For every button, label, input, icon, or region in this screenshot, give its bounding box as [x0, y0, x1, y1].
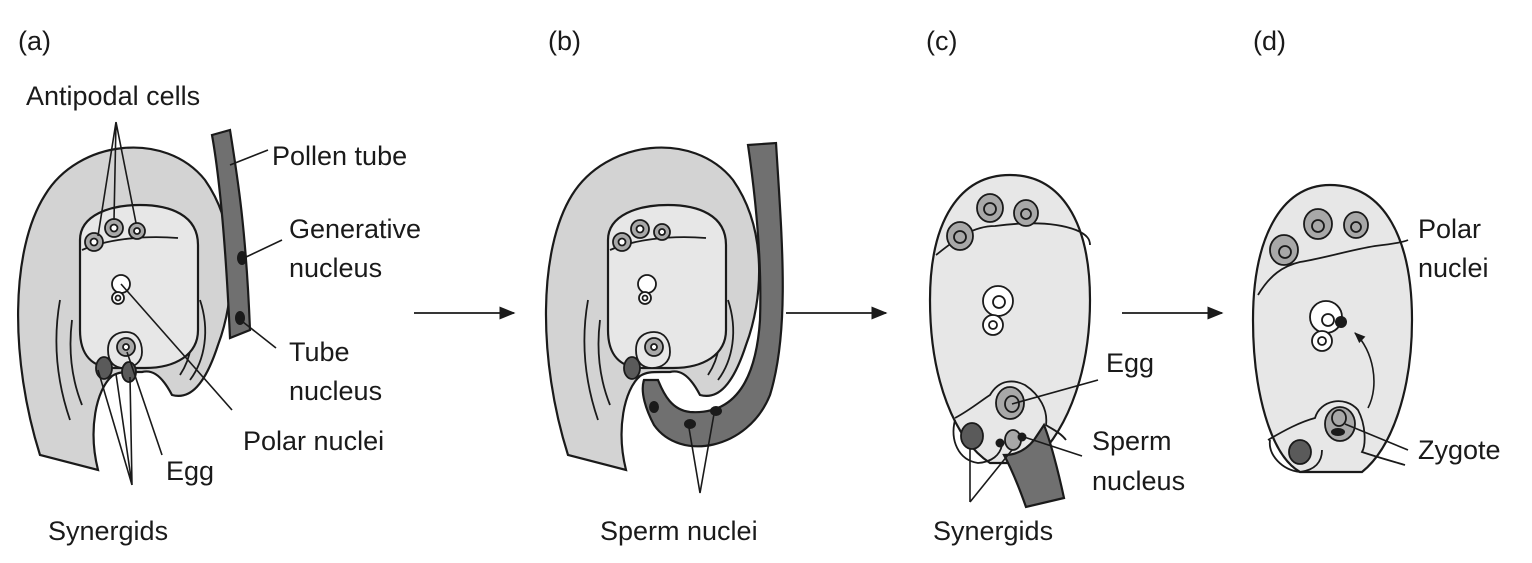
panel-a: (a): [16, 26, 421, 546]
label-antipodal-cells: Antipodal cells: [26, 81, 200, 111]
label-sperm-2: nucleus: [1092, 466, 1185, 496]
panel-c: (c) Egg Sperm nucleus Synerg: [926, 26, 1185, 546]
sperm-nucleus: [649, 401, 659, 413]
polar-nuclei: [637, 274, 657, 305]
label-polar-1: Polar: [1418, 214, 1481, 244]
pollen-tube: [641, 141, 784, 448]
label-egg-c: Egg: [1106, 348, 1154, 378]
zygote: [1324, 406, 1356, 442]
label-sperm-1: Sperm: [1092, 426, 1172, 456]
generative-nucleus: [237, 251, 247, 265]
label-synergids: Synergids: [48, 516, 168, 546]
panel-d-tag: (d): [1253, 26, 1286, 56]
synergid-nucleus: [1288, 439, 1312, 465]
label-pollen-tube: Pollen tube: [272, 141, 407, 171]
sperm-nucleus: [710, 406, 722, 416]
sperm-nucleus: [684, 419, 696, 429]
label-polar-2: nuclei: [1418, 253, 1489, 283]
zygote-migration-arrow: [1354, 332, 1375, 409]
label-generative-1: Generative: [289, 214, 421, 244]
panel-a-tag: (a): [18, 26, 51, 56]
label-egg: Egg: [166, 456, 214, 486]
polar-nuclei: [1309, 300, 1347, 352]
synergid-nucleus: [623, 356, 641, 380]
label-zygote: Zygote: [1418, 435, 1501, 465]
embryo-sac: [928, 173, 1092, 465]
antipodal-cells: [612, 219, 671, 252]
synergid-nucleus: [960, 422, 984, 450]
label-tube-1: Tube: [289, 337, 350, 367]
label-generative-2: nucleus: [289, 253, 382, 283]
pollen-tube: [210, 128, 252, 340]
egg-cell: [995, 386, 1025, 420]
sperm-nucleus: [1335, 316, 1347, 328]
label-sperm-nuclei: Sperm nuclei: [600, 516, 758, 546]
label-synergids-c: Synergids: [933, 516, 1053, 546]
synergid-nucleus: [1004, 429, 1022, 451]
label-tube-2: nucleus: [289, 376, 382, 406]
tube-nucleus: [235, 311, 245, 325]
panel-b-tag: (b): [548, 26, 581, 56]
label-polar-nuclei: Polar nuclei: [243, 426, 384, 456]
panel-c-tag: (c): [926, 26, 957, 56]
synergid-nucleus: [95, 356, 113, 380]
egg-apparatus: [623, 331, 671, 380]
sperm-nucleus: [1017, 432, 1027, 442]
polar-nuclei: [982, 285, 1014, 336]
panel-d: (d) Polar nuclei Zygote: [1251, 26, 1501, 474]
antipodal-cells: [1269, 208, 1369, 266]
sperm-nucleus: [995, 438, 1005, 448]
panel-b: (b) Sperm nuclei: [544, 26, 784, 546]
antipodal-cells: [946, 193, 1039, 251]
